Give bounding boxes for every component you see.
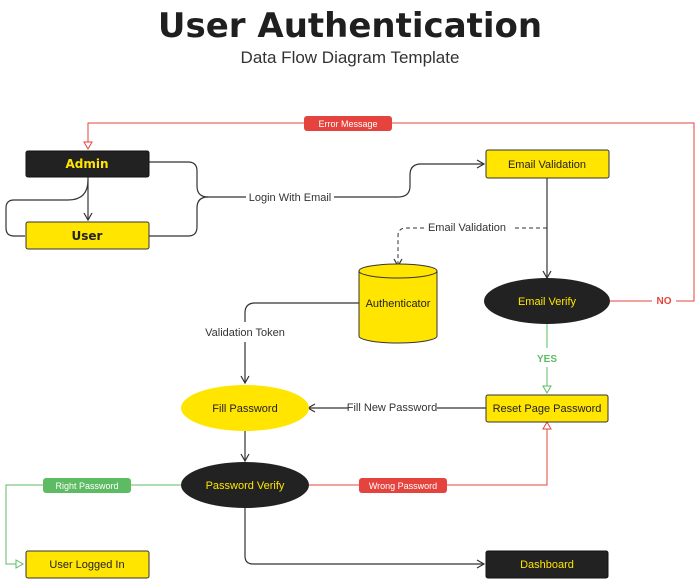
label-email-validation: Email Validation [428, 222, 506, 234]
edge-login-user [149, 196, 209, 237]
node-admin-label: Admin [65, 157, 108, 171]
edge-login-admin [149, 161, 246, 198]
tag-wrong-password-label: Wrong Password [369, 481, 437, 491]
node-user-logged-in-label: User Logged In [49, 559, 124, 571]
tag-error-message: Error Message [304, 116, 392, 131]
node-reset-page-password: Reset Page Password [485, 394, 609, 423]
node-email-verify-label: Email Verify [518, 296, 577, 308]
node-dashboard-label: Dashboard [520, 559, 574, 571]
node-user: User [25, 221, 150, 250]
tag-right-password: Right Password [43, 478, 131, 493]
node-admin: Admin [25, 150, 150, 178]
label-validation-token: Validation Token [205, 327, 285, 339]
node-authenticator-label: Authenticator [366, 298, 431, 310]
node-dashboard: Dashboard [485, 550, 609, 579]
edge-email-validation-dashed [398, 227, 547, 266]
tag-wrong-password: Wrong Password [359, 478, 447, 493]
label-no: NO [657, 296, 672, 307]
page-title: User Authentication [158, 6, 542, 46]
edge-wrong-password [309, 420, 552, 486]
node-user-logged-in: User Logged In [25, 550, 150, 579]
tag-right-password-label: Right Password [55, 481, 118, 491]
page-subtitle: Data Flow Diagram Template [241, 48, 460, 67]
edge-login-to-email [334, 159, 486, 198]
edge-admin-user-loop [5, 179, 89, 237]
node-user-label: User [72, 229, 103, 243]
node-fill-password: Fill Password [181, 385, 309, 431]
node-password-verify: Password Verify [181, 462, 309, 508]
label-fill-new-password: Fill New Password [347, 402, 437, 414]
label-no-bg [652, 294, 676, 308]
edge-to-dashboard [244, 508, 486, 569]
node-authenticator: Authenticator [358, 263, 438, 344]
node-email-verify: Email Verify [484, 278, 610, 324]
node-reset-page-password-label: Reset Page Password [493, 403, 602, 415]
label-yes: YES [537, 354, 557, 365]
label-login-with-email: Login With Email [249, 192, 332, 204]
node-fill-password-label: Fill Password [212, 403, 277, 415]
node-password-verify-label: Password Verify [206, 480, 285, 492]
node-email-validation-label: Email Validation [508, 159, 586, 171]
tag-error-message-label: Error Message [318, 119, 377, 129]
edge-validation-token [245, 302, 359, 383]
node-email-validation: Email Validation [485, 149, 610, 179]
